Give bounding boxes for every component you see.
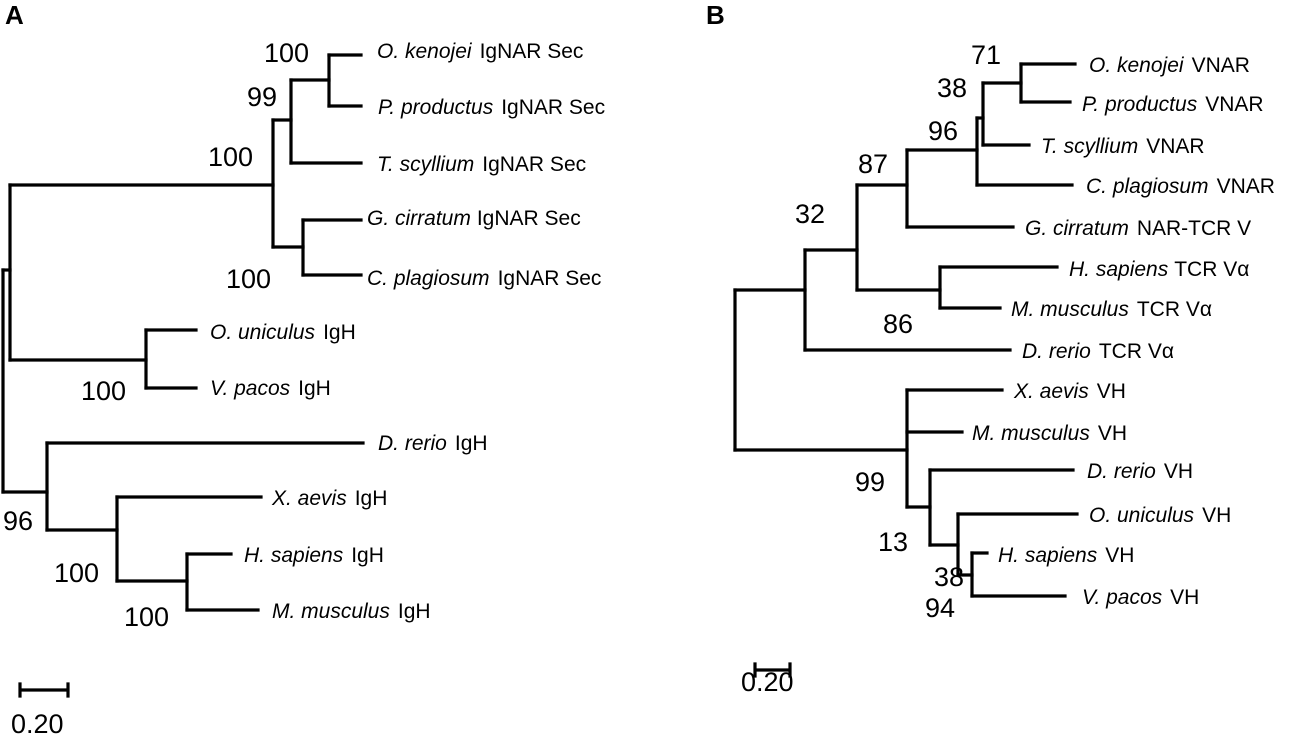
- support-value: 38: [937, 73, 967, 103]
- support-value: 100: [124, 602, 169, 632]
- support-value: 71: [971, 40, 1001, 70]
- support-value: 13: [878, 527, 908, 557]
- support-value: 32: [795, 199, 825, 229]
- panel-a: A: [1, 0, 605, 737]
- support-value: 86: [883, 309, 913, 339]
- scale-bar-line: [18, 682, 70, 698]
- support-value: 100: [81, 376, 126, 406]
- panel-a-branches: [1, 53, 365, 612]
- panel-b: B: [706, 0, 1275, 697]
- panel-a-letter: A: [5, 0, 24, 30]
- support-value: 99: [247, 82, 277, 112]
- scale-bar-line: [753, 662, 792, 678]
- scale-bar-label: 0.20: [11, 709, 64, 737]
- support-value: 96: [3, 506, 33, 536]
- support-value: 87: [858, 149, 888, 179]
- support-value: 94: [925, 593, 955, 623]
- panel-a-support-values: 100 99 100 100 100 96 100 100: [3, 38, 309, 632]
- support-value: 99: [855, 467, 885, 497]
- panel-b-scale-bar: 0.20: [741, 662, 794, 697]
- support-value: 96: [928, 116, 958, 146]
- panel-b-branches: [733, 62, 1079, 598]
- support-value: 100: [54, 558, 99, 588]
- panel-b-letter: B: [706, 0, 725, 30]
- support-value: 100: [226, 264, 271, 294]
- support-value: 38: [934, 562, 964, 592]
- scale-bar-label: 0.20: [741, 667, 794, 697]
- panel-b-support-values: 71 38 96 87 32 86 99 13 38 94: [795, 40, 1001, 623]
- support-value: 100: [208, 142, 253, 172]
- support-value: 100: [264, 38, 309, 68]
- panel-a-scale-bar: 0.20: [11, 682, 70, 737]
